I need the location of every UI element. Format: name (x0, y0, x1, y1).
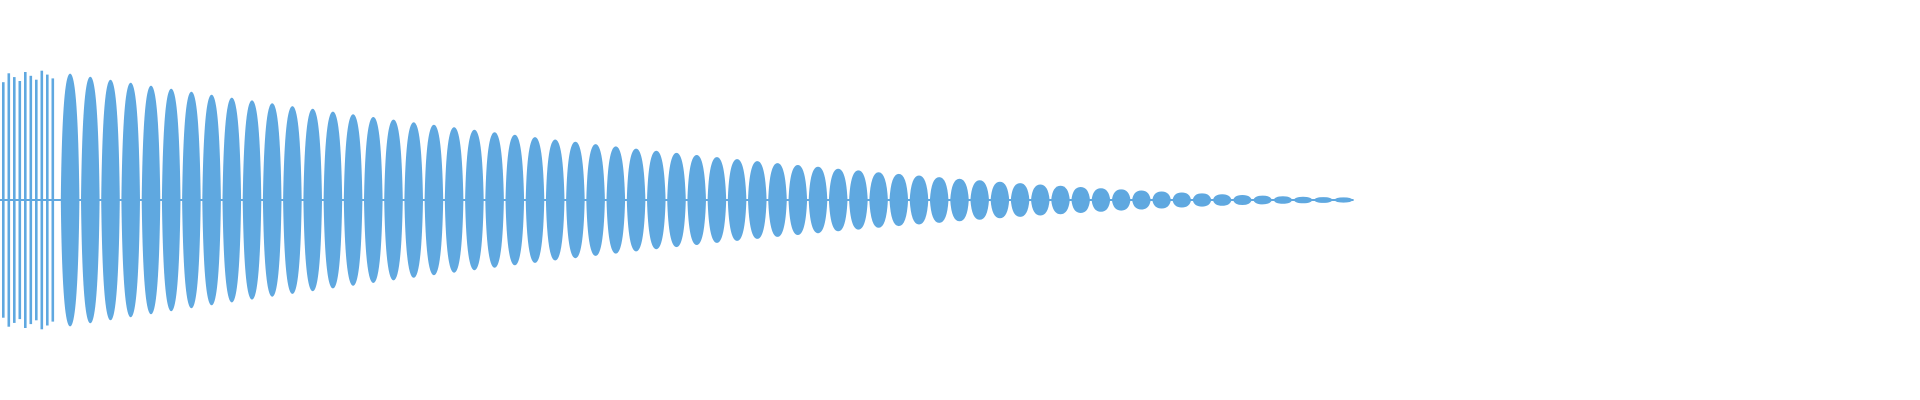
waveform-view (0, 70, 1354, 330)
audio-waveform (0, 70, 1354, 330)
